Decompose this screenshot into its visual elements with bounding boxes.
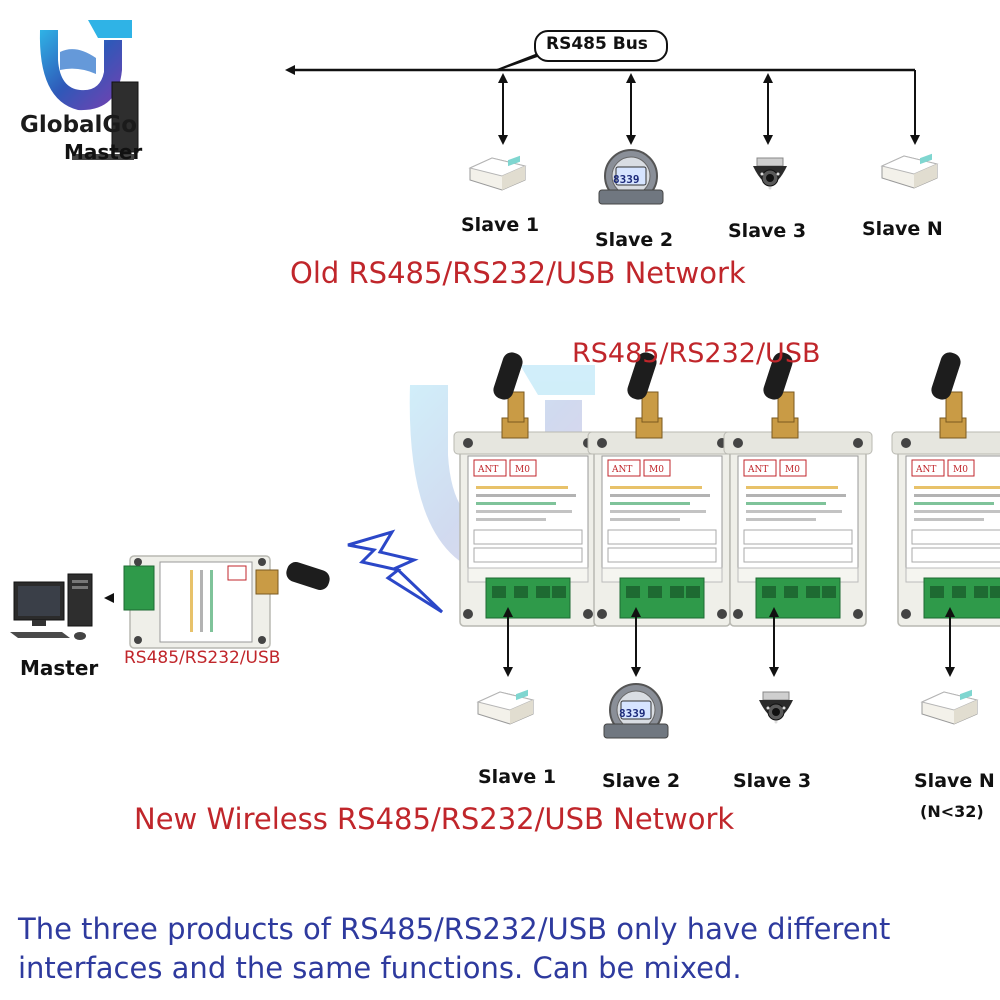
slave-n-limit-note: (N<32) (920, 802, 984, 821)
old-meter-reading: 8339 (613, 173, 640, 186)
slave-links (503, 607, 955, 677)
master-radio-module (123, 555, 330, 649)
old-slave-1-scale-icon (469, 155, 526, 191)
new-slave-1-scale-icon (477, 689, 534, 725)
rs485-bus-callout: RS485 Bus (534, 30, 668, 62)
wireless-lightning-icon (347, 529, 444, 614)
master-module-label: RS485/RS232/USB (124, 648, 281, 668)
caption-line-2: interfaces and the same functions. Can b… (18, 951, 742, 985)
old-master-pc (72, 81, 139, 160)
old-network-title: Old RS485/RS232/USB Network (290, 256, 746, 290)
new-master-label: Master (20, 656, 99, 680)
new-slave-3-label: Slave 3 (733, 770, 812, 792)
new-network-title: New Wireless RS485/RS232/USB Network (134, 802, 735, 836)
old-slave-n-scale-icon (881, 153, 938, 189)
master-link-arrow-icon (104, 593, 114, 603)
rs485-bus-line (285, 49, 920, 145)
slave-2-radio-module (587, 349, 737, 627)
globalgo-logo (39, 20, 132, 111)
old-slave-1-label: Slave 1 (461, 214, 540, 236)
old-master-label: Master (64, 140, 143, 164)
new-master-pc-icon (9, 573, 93, 641)
new-slave-n-label: Slave N (914, 770, 995, 792)
new-slave-2-label: Slave 2 (602, 770, 681, 792)
caption: The three products of RS485/RS232/USB on… (18, 910, 993, 988)
new-slave-1-label: Slave 1 (478, 766, 557, 788)
old-slave-3-label: Slave 3 (728, 220, 807, 242)
slave-3-radio-module (723, 349, 873, 627)
new-slave-n-scale-icon (921, 689, 978, 725)
new-slave-3-camera-icon (758, 691, 794, 724)
logo-brand-text: GlobalGo (20, 112, 138, 138)
new-meter-reading: 8339 (619, 707, 646, 720)
old-slave-3-camera-icon (752, 157, 788, 190)
rs485-bus-label: RS485 Bus (546, 34, 648, 54)
slave-n-radio-module (891, 349, 1000, 627)
new-network-top-label: RS485/RS232/USB (572, 338, 821, 369)
caption-line-1: The three products of RS485/RS232/USB on… (18, 912, 891, 946)
old-slave-2-label: Slave 2 (595, 229, 674, 251)
old-slave-n-label: Slave N (862, 218, 943, 240)
